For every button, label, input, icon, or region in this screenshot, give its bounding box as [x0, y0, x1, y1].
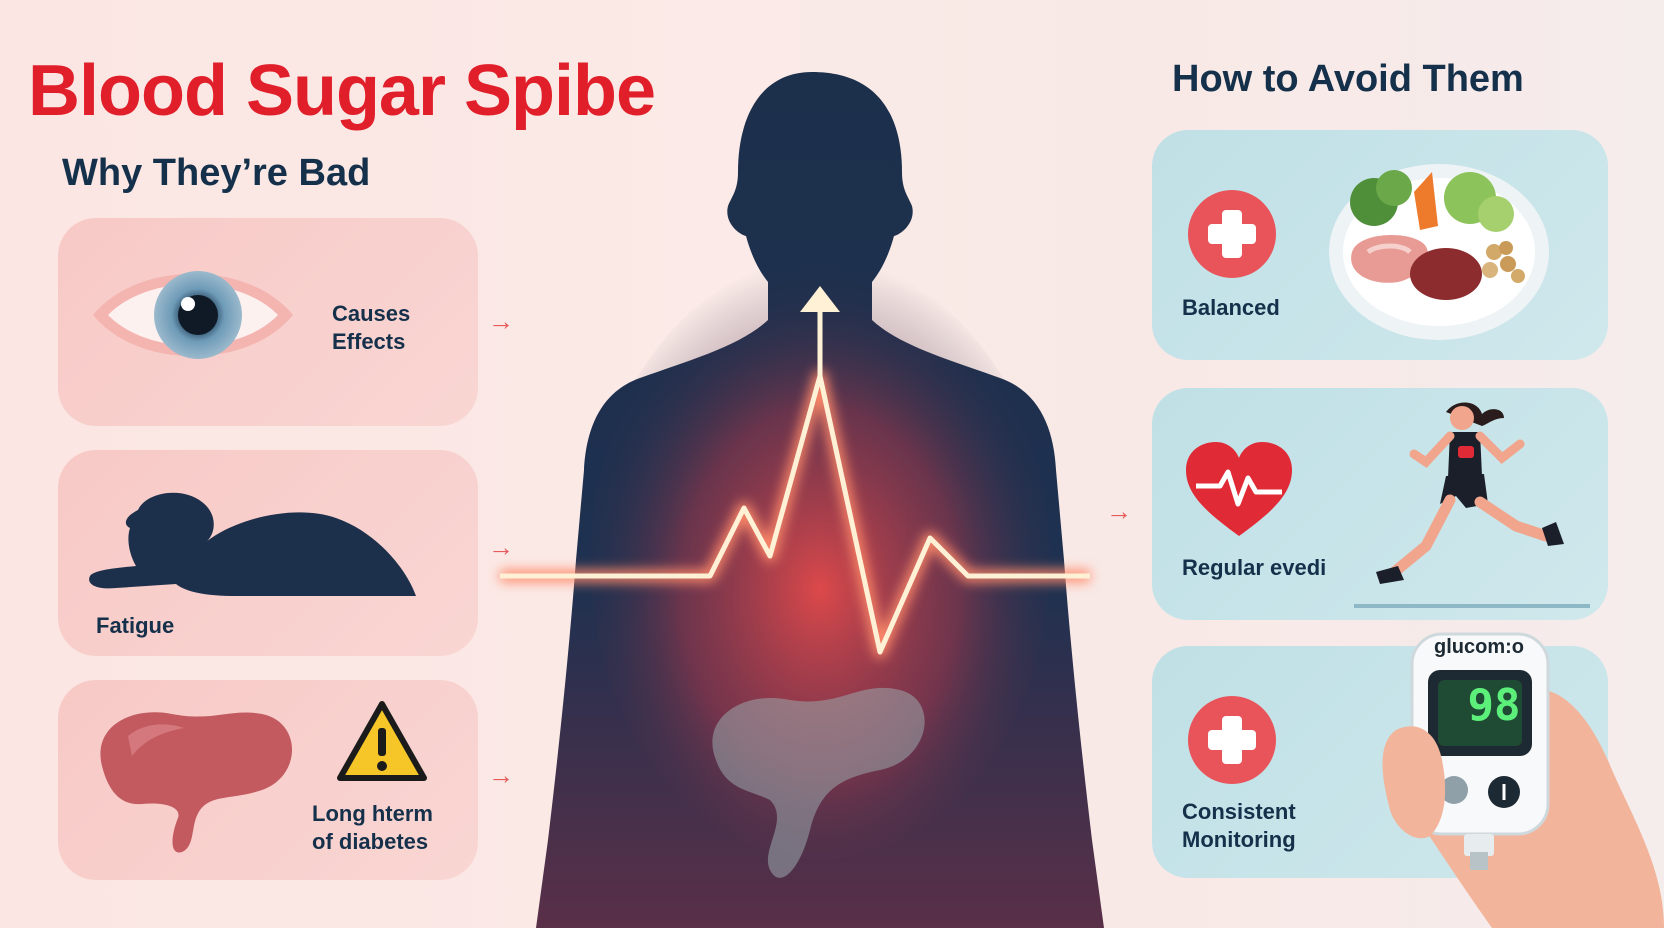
eye-icon [93, 271, 293, 359]
arrow-right-icon: → [488, 306, 514, 336]
glucose-meter-icon [1410, 632, 1550, 870]
resting-person-icon [89, 492, 416, 596]
plus-icon [1188, 696, 1276, 784]
meter-brand: glucom:o [1434, 636, 1524, 658]
food-plate-icon [1329, 164, 1549, 340]
consistent-monitoring-text: Consistent Monitoring [1182, 798, 1296, 854]
long-term-text: Long hterm of diabetes [312, 800, 433, 856]
how-avoid-heading: How to Avoid Them [1172, 58, 1524, 100]
fatigue-label: Fatigue [96, 613, 175, 638]
long-term-label: Long hterm [312, 801, 433, 826]
causes-effects-text: Causes Effects [332, 300, 410, 356]
consistent-label: Consistent [1182, 799, 1296, 824]
pancreas-icon [100, 712, 292, 853]
thumb-icon [1382, 726, 1446, 839]
effects-label: Effects [332, 329, 406, 354]
regular-exercise-label: Regular evedi [1182, 555, 1327, 580]
arrow-right-icon: → [1106, 496, 1132, 526]
meter-reading: 98 [1467, 680, 1521, 731]
page-title: Blood Sugar Spibe [28, 51, 656, 131]
arrow-right-icon: → [488, 532, 514, 562]
monitoring-label: Monitoring [1182, 827, 1296, 852]
heart-pulse-icon [1186, 442, 1292, 536]
causes-label: Causes [332, 301, 411, 326]
plus-icon [1188, 190, 1276, 278]
why-bad-heading: Why They’re Bad [62, 152, 371, 194]
arrow-right-icon: → [488, 760, 514, 790]
balanced-label: Balanced [1182, 295, 1280, 320]
diabetes-label: of diabetes [312, 829, 429, 854]
warning-icon [337, 701, 427, 781]
runner-icon [1354, 402, 1590, 608]
